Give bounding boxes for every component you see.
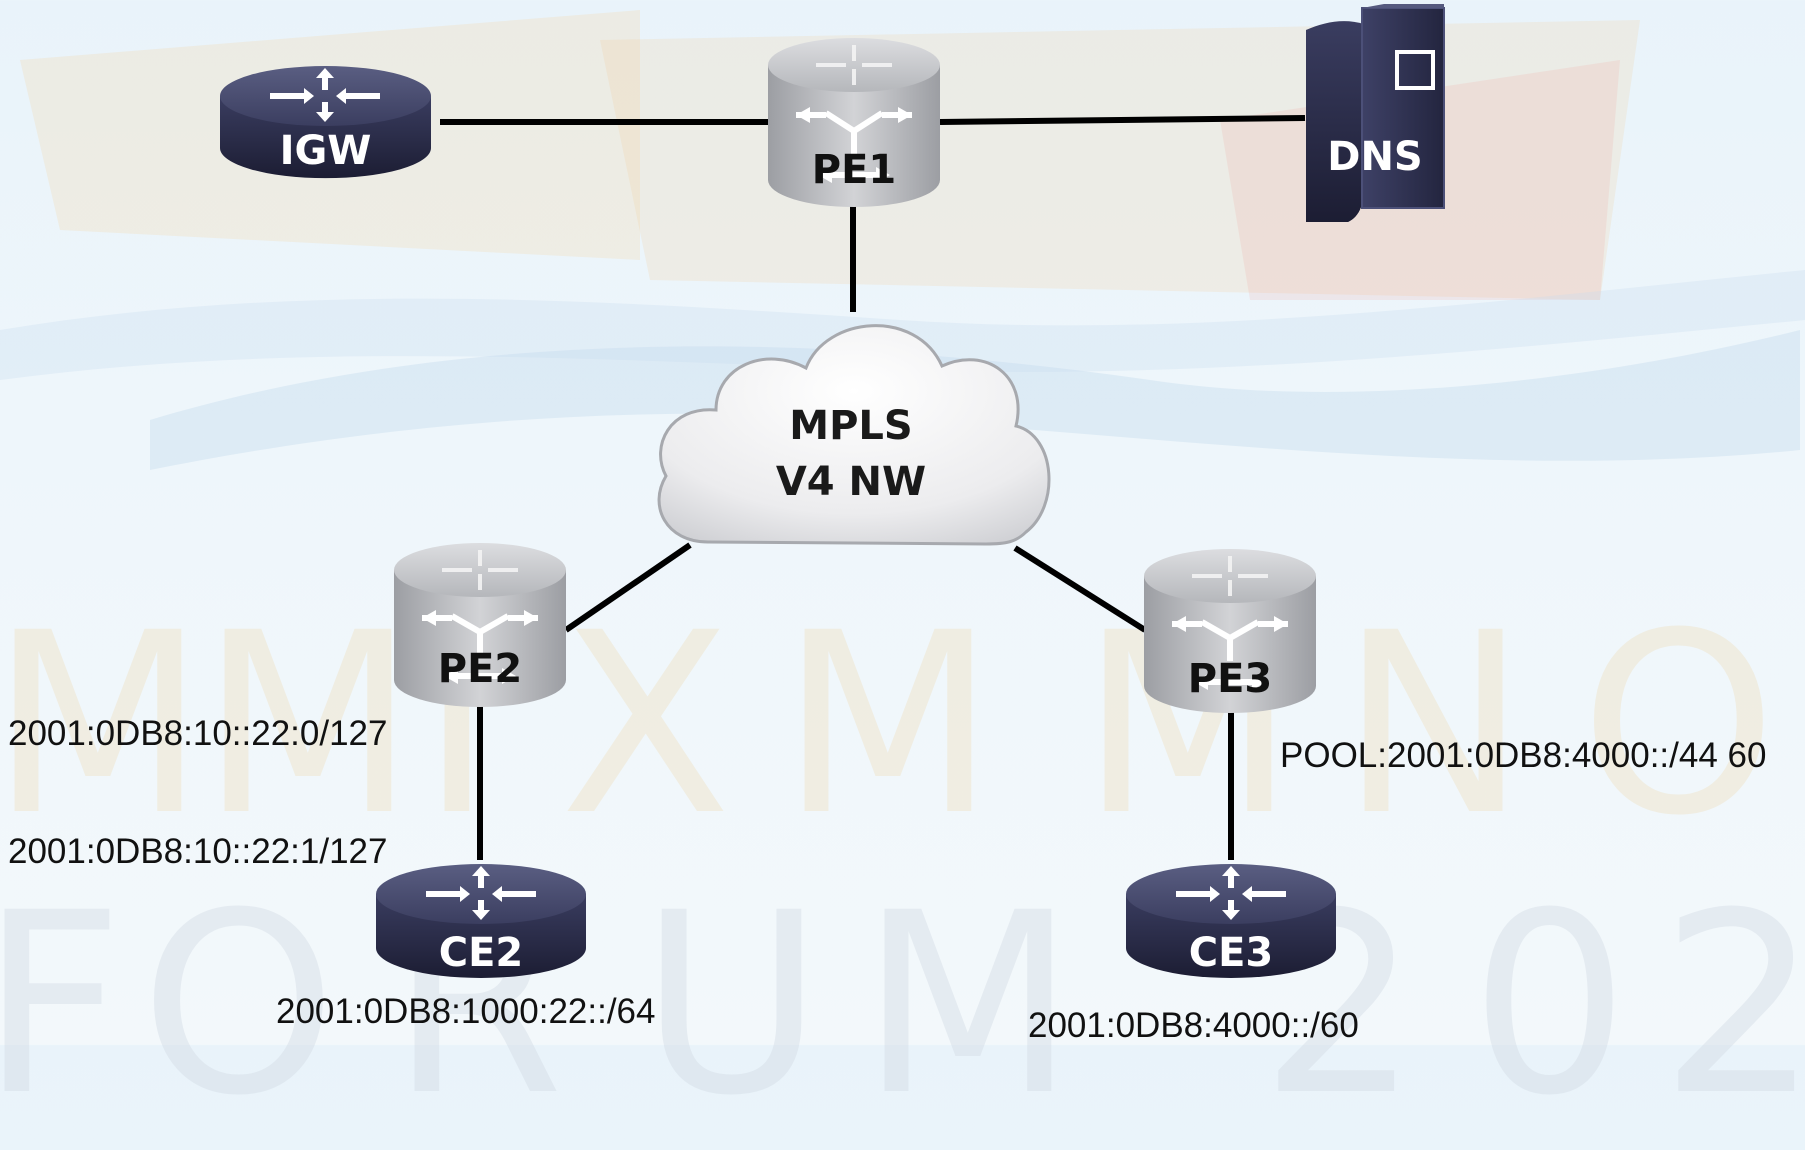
pe1-label: PE1 <box>811 147 897 193</box>
pe-router-icon <box>768 38 940 207</box>
watermark-letter: M <box>780 579 996 870</box>
link-pe1-dns <box>939 115 1306 125</box>
server-indicator-icon <box>1395 50 1435 90</box>
address-ce2-lan: 2001:0DB8:1000:22::/64 <box>276 992 656 1031</box>
ce3-label: CE3 <box>1188 930 1274 976</box>
watermark-letter: M <box>0 579 206 870</box>
link-cloud-pe2 <box>564 542 692 633</box>
cloud-label-line1: MPLS <box>789 403 913 449</box>
pe3-router[interactable]: PE3 <box>1142 546 1318 716</box>
address-pe3-pool: POOL:2001:0DB8:4000::/44 60 <box>1280 736 1767 775</box>
pe2-router[interactable]: PE2 <box>392 540 568 710</box>
mpls-cloud: MPLS V4 NW <box>646 306 1056 550</box>
ce3-router[interactable]: CE3 <box>1124 858 1338 983</box>
ce2-router[interactable]: CE2 <box>374 858 588 983</box>
address-pe2-ce2-ce-side: 2001:0DB8:10::22:1/127 <box>8 832 388 871</box>
address-pe2-ce2-pe-side: 2001:0DB8:10::22:0/127 <box>8 714 388 753</box>
igw-label: IGW <box>279 128 372 174</box>
pe1-router[interactable]: PE1 <box>766 35 942 210</box>
dns-server[interactable]: DNS <box>1304 4 1446 226</box>
network-links <box>440 115 1306 860</box>
pe2-label: PE2 <box>437 646 523 692</box>
watermark-letter: X <box>560 579 732 870</box>
pe-router-icon <box>1144 549 1316 713</box>
cloud-label-line2: V4 NW <box>775 459 927 505</box>
server-icon <box>1306 4 1445 222</box>
router-icon <box>220 66 431 179</box>
cloud-icon <box>657 324 1051 546</box>
ce2-label: CE2 <box>438 930 524 976</box>
pe-router-icon <box>394 543 566 707</box>
watermark-letter: O <box>1580 579 1777 870</box>
pe3-label: PE3 <box>1187 656 1273 702</box>
watermark-letter: M <box>200 579 416 870</box>
watermark-letter: N <box>1340 579 1528 870</box>
dns-label: DNS <box>1327 134 1423 180</box>
router-icon <box>376 864 586 978</box>
link-cloud-pe3 <box>1013 545 1147 633</box>
router-icon <box>1126 864 1336 978</box>
address-ce3-lan: 2001:0DB8:4000::/60 <box>1028 1006 1359 1045</box>
igw-router[interactable]: IGW <box>218 60 433 182</box>
